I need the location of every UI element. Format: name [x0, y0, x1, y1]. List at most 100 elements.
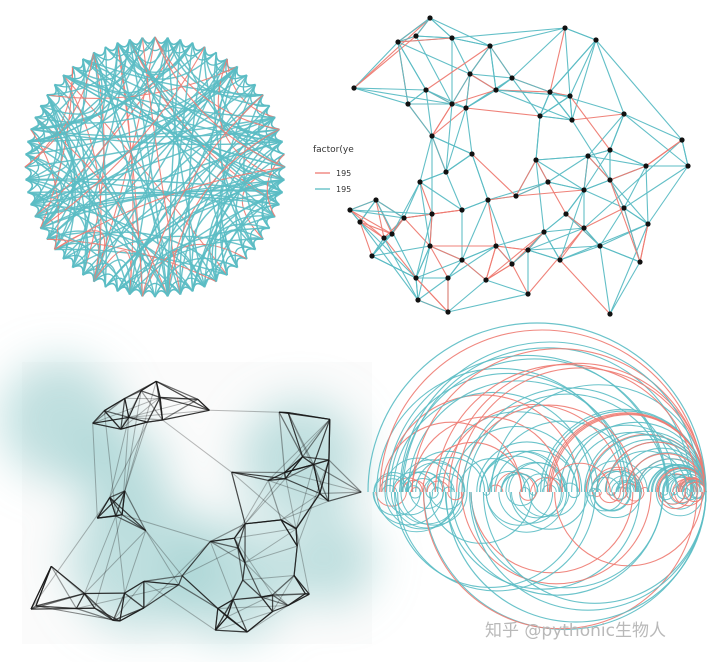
arc-edge — [390, 491, 464, 529]
network-edge — [495, 245, 513, 265]
glow-edge — [244, 472, 286, 525]
arc-edge — [373, 472, 414, 493]
network-edge — [425, 45, 491, 91]
arc-edge — [519, 491, 537, 501]
glow-edge — [295, 528, 298, 547]
chord-edge — [34, 94, 63, 218]
chord-edge — [82, 262, 119, 292]
network-edge — [465, 73, 471, 109]
chord-edge — [39, 105, 76, 240]
glow-edge — [92, 423, 98, 519]
glow-edge — [113, 607, 145, 621]
glow-edge — [84, 515, 117, 594]
glow-edge — [328, 459, 362, 493]
arc-edge — [592, 491, 632, 512]
network-edge — [429, 17, 491, 47]
arc-edge — [422, 491, 698, 630]
network-edge — [489, 27, 566, 47]
glow-edge — [124, 398, 130, 418]
chord-edge — [266, 153, 285, 217]
glow-edge — [178, 575, 183, 586]
network-edge — [397, 37, 453, 43]
glow-edge — [226, 616, 248, 633]
glow-edge — [35, 605, 77, 610]
glow-edge — [50, 565, 114, 621]
network-edge — [429, 213, 433, 247]
chord-edge — [104, 166, 286, 288]
network-node — [469, 151, 475, 157]
glow-edge — [313, 459, 330, 466]
glow-edge — [284, 456, 303, 473]
glow-edge — [295, 528, 310, 595]
arc-edge — [511, 491, 564, 519]
glow-edge — [260, 596, 274, 612]
chord-edge — [62, 66, 74, 78]
network-edge — [623, 207, 649, 225]
network-edge — [415, 213, 433, 279]
glow-blob — [285, 515, 375, 605]
arc-edge — [684, 491, 705, 502]
network-edge — [645, 139, 683, 167]
glow-edge — [233, 537, 246, 563]
glow-edge — [124, 592, 145, 609]
chord-edge — [62, 74, 286, 168]
network-node — [557, 257, 563, 263]
network-node — [509, 261, 515, 267]
glow-edge — [121, 514, 147, 532]
network-node — [563, 211, 569, 217]
glow-edge — [84, 530, 147, 594]
network-node — [593, 37, 599, 43]
glow-edge — [284, 463, 314, 474]
network-edge — [527, 227, 585, 251]
chord-edge — [82, 58, 283, 194]
node-link-network-panel — [347, 15, 691, 317]
network-node — [547, 89, 553, 95]
network-node — [621, 205, 627, 211]
chord-edge — [236, 256, 248, 268]
glow-edge — [119, 592, 126, 622]
glow-edge — [147, 419, 163, 423]
network-edge — [645, 165, 649, 225]
network-edge — [583, 139, 683, 229]
glow-network-panel — [0, 360, 375, 644]
glow-edge — [113, 607, 145, 621]
network-node — [357, 219, 363, 225]
network-edge — [559, 259, 611, 315]
network-edge — [415, 277, 449, 313]
glow-edge — [120, 421, 148, 430]
glow-edge — [268, 478, 286, 481]
glow-edge — [50, 565, 77, 609]
chord-edge — [204, 153, 285, 288]
chord-edge — [104, 46, 217, 80]
glow-edge — [124, 490, 147, 531]
network-node — [483, 277, 489, 283]
glow-edge — [92, 396, 161, 424]
glow-edge — [232, 579, 244, 600]
chord-edge — [116, 42, 283, 194]
glow-edge — [246, 605, 289, 633]
chord-edge — [244, 74, 256, 86]
network-node — [413, 275, 419, 281]
glow-edge — [288, 412, 330, 420]
legend-label-teal: 195 — [336, 185, 351, 194]
network-edge — [583, 149, 611, 191]
network-edge — [429, 245, 463, 261]
network-node — [487, 43, 493, 49]
network-edge — [595, 39, 683, 141]
network-edge — [415, 245, 431, 279]
arc-edge — [434, 364, 698, 493]
network-edge — [469, 73, 513, 79]
network-edge — [465, 107, 473, 155]
network-edge — [549, 39, 597, 93]
chord-edge — [25, 153, 63, 229]
glow-edge — [209, 541, 234, 600]
network-edge — [543, 231, 561, 261]
network-edge — [623, 207, 641, 263]
chord-edge — [34, 179, 285, 218]
glow-edge — [30, 566, 52, 610]
network-edge — [527, 249, 561, 261]
network-edge — [431, 107, 467, 137]
network-node — [443, 169, 449, 175]
glow-edge — [244, 562, 262, 598]
network-edge — [349, 209, 393, 235]
